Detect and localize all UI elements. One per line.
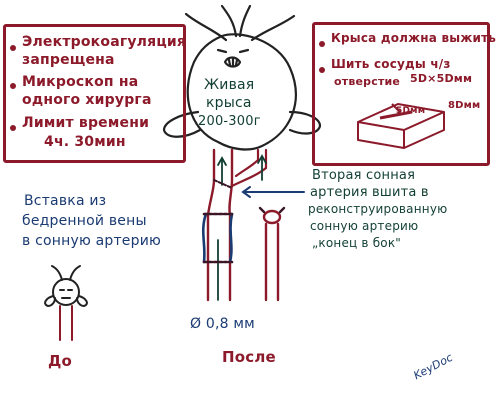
- before-label: До: [48, 352, 73, 370]
- anastomosis-note-line4: сонную артерию: [310, 219, 419, 233]
- rat-before: [44, 265, 88, 341]
- box-height-label: 8Dмм: [448, 100, 481, 111]
- bullet-icon: [319, 41, 325, 47]
- requirement-survive: Крыса должна выжить: [331, 31, 496, 45]
- vessel-after: [201, 148, 268, 302]
- slot-size-label: 5Dмм: [396, 106, 426, 116]
- graft-note-line2: бедренной вены: [22, 213, 147, 229]
- requirement-suture: Шить сосуды ч/з: [331, 57, 451, 71]
- constraint-coagulation-cont: запрещена: [22, 52, 115, 68]
- constraint-microscope: Микроскоп на: [22, 74, 139, 90]
- rat-weight: 200-300г: [198, 114, 261, 129]
- requirements-box: [312, 22, 490, 166]
- after-label: После: [222, 348, 276, 366]
- hole-size-label: 5D×5Dмм: [410, 72, 473, 85]
- anastomosis-note-line1: Вторая сонная: [312, 168, 416, 183]
- anastomosis-note-line3: реконструированную: [308, 202, 448, 216]
- bullet-icon: [10, 125, 16, 131]
- anastomosis-note-line5: „конец в бок": [312, 236, 402, 250]
- box-with-hole: [357, 103, 445, 149]
- constraint-coagulation: Электрокоагуляция: [22, 34, 187, 50]
- rat-label-line2: крыса: [206, 95, 252, 111]
- requirement-hole: отверстие: [334, 75, 401, 88]
- bullet-icon: [319, 67, 325, 73]
- anastomosis-note-line2: артерия вшита в: [310, 185, 429, 200]
- rat-label-line1: Живая: [204, 77, 255, 93]
- vessel-diameter: Ø 0,8 мм: [190, 316, 255, 332]
- bullet-icon: [10, 45, 16, 51]
- constraint-time-limit: Лимит времени: [22, 115, 150, 131]
- vessel-before: [258, 206, 286, 302]
- graft-note-line1: Вставка из: [24, 193, 107, 209]
- pointer-arrow: [241, 186, 305, 198]
- constraint-time-value: 4ч. 30мин: [44, 134, 126, 150]
- bullet-icon: [10, 83, 16, 89]
- graft-note-line3: в сонную артерию: [22, 233, 161, 249]
- constraint-microscope-cont: одного хирурга: [22, 92, 152, 108]
- constraints-box: [3, 24, 186, 163]
